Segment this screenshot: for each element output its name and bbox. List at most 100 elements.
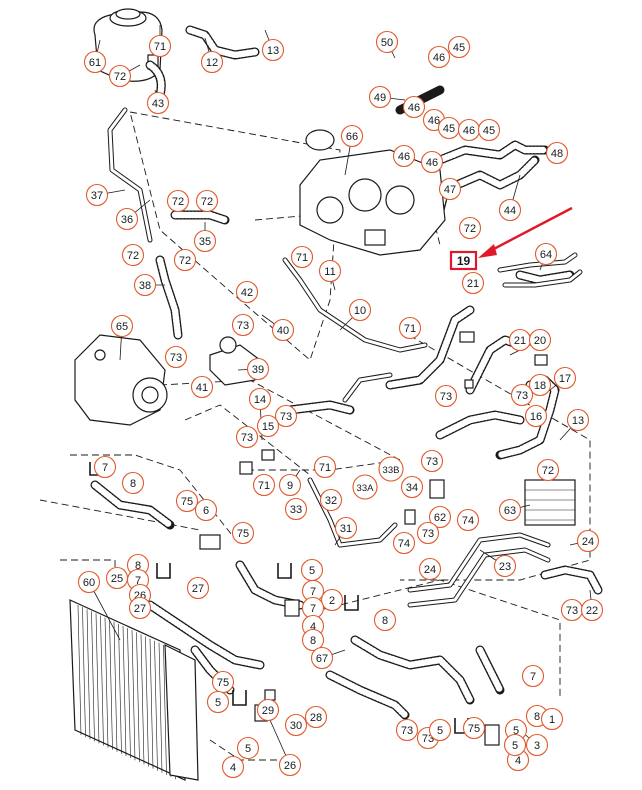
callout-72: 72 bbox=[173, 248, 197, 272]
callout-circle bbox=[340, 124, 364, 148]
callout-label: 73 bbox=[422, 528, 434, 540]
callout-72: 72 bbox=[536, 458, 560, 482]
callout-label: 10 bbox=[354, 305, 366, 317]
radiator-fin bbox=[91, 611, 95, 742]
callout-circle bbox=[93, 455, 117, 479]
callout-label: 13 bbox=[572, 415, 584, 427]
callout-43: 43 bbox=[146, 91, 170, 115]
callout-45: 45 bbox=[437, 116, 461, 140]
callout-label: 14 bbox=[254, 394, 266, 406]
callout-label: 8 bbox=[534, 711, 540, 723]
callout-38: 38 bbox=[133, 273, 157, 297]
callout-circle bbox=[83, 50, 107, 74]
callout-circle bbox=[545, 141, 569, 165]
callout-label: 5 bbox=[215, 697, 221, 709]
callout-label: 26 bbox=[284, 760, 296, 772]
callout-circle bbox=[576, 529, 600, 553]
callout-circle bbox=[418, 557, 442, 581]
callout-label: 47 bbox=[444, 184, 456, 196]
callout-label: 7 bbox=[102, 462, 108, 474]
callout-circle bbox=[493, 554, 517, 578]
callout-7: 7 bbox=[93, 455, 117, 479]
callout-label: 46 bbox=[428, 115, 440, 127]
callout-label: 4 bbox=[230, 762, 236, 774]
callout-label: 73 bbox=[401, 725, 413, 737]
callout-label: 33B bbox=[383, 465, 400, 476]
callout-28: 28 bbox=[304, 705, 328, 729]
callout-circle bbox=[278, 473, 302, 497]
callout-23: 23 bbox=[493, 554, 517, 578]
callout-37: 37 bbox=[85, 183, 109, 207]
callout-label: 27 bbox=[192, 583, 204, 595]
callout-label: 73 bbox=[280, 411, 292, 423]
callout-3: 3 bbox=[525, 733, 549, 757]
callout-73: 73 bbox=[416, 521, 440, 545]
callout-label: 13 bbox=[267, 45, 279, 57]
callout-label: 33A bbox=[357, 483, 375, 494]
callout-label: 5 bbox=[437, 725, 443, 737]
callout-circle bbox=[77, 570, 101, 594]
callout-circle bbox=[121, 471, 145, 495]
callout-73: 73 bbox=[510, 383, 534, 407]
callout-circle bbox=[256, 698, 280, 722]
callout-label: 41 bbox=[196, 382, 208, 394]
highlight-box: 19 bbox=[449, 250, 478, 271]
callout-label: 72 bbox=[114, 71, 126, 83]
callout-label: 39 bbox=[252, 364, 264, 376]
callout-circle bbox=[128, 596, 152, 620]
callout-45: 45 bbox=[447, 35, 471, 59]
callout-27: 27 bbox=[186, 576, 210, 600]
callout-circle bbox=[320, 588, 344, 612]
callout-32: 32 bbox=[319, 488, 343, 512]
callout-label: 31 bbox=[340, 523, 352, 535]
callout-46: 46 bbox=[427, 45, 451, 69]
callout-circle bbox=[284, 497, 308, 521]
callout-label: 32 bbox=[325, 495, 337, 507]
radiator-fin bbox=[95, 613, 100, 744]
radiator-fin bbox=[100, 615, 104, 746]
callout-label: 4 bbox=[515, 755, 521, 767]
callout-21: 21 bbox=[508, 328, 532, 352]
callout-21: 21 bbox=[461, 271, 485, 295]
callout-4: 4 bbox=[221, 755, 245, 779]
callout-72: 72 bbox=[195, 189, 219, 213]
callout-42: 42 bbox=[235, 280, 259, 304]
callout-label: 73 bbox=[426, 456, 438, 468]
callout-75: 75 bbox=[462, 716, 486, 740]
callout-17: 17 bbox=[553, 366, 577, 390]
callout-7: 7 bbox=[521, 664, 545, 688]
callout-label: 35 bbox=[199, 236, 211, 248]
callout-label: 29 bbox=[262, 705, 274, 717]
callout-63: 63 bbox=[498, 498, 522, 522]
callout-66: 66 bbox=[340, 124, 364, 148]
callout-circle bbox=[195, 189, 219, 213]
callout-circle bbox=[278, 753, 302, 777]
callout-circle bbox=[190, 375, 214, 399]
callout-73: 73 bbox=[274, 404, 298, 428]
callout-16: 16 bbox=[524, 404, 548, 428]
callout-label: 72 bbox=[464, 223, 476, 235]
callout-8: 8 bbox=[126, 553, 150, 577]
callout-label: 71 bbox=[154, 41, 166, 53]
callout-label: 49 bbox=[374, 92, 386, 104]
callout-circle bbox=[477, 118, 501, 142]
callout-71: 71 bbox=[313, 455, 337, 479]
callout-circle bbox=[256, 414, 280, 438]
callout-label: 46 bbox=[426, 157, 438, 169]
callout-36: 36 bbox=[115, 207, 139, 231]
callout-label: 45 bbox=[443, 123, 455, 135]
highlight-label: 19 bbox=[457, 254, 471, 268]
callout-circle bbox=[290, 245, 314, 269]
callout-circle bbox=[461, 271, 485, 295]
callout-circle bbox=[352, 474, 378, 500]
radiator-fin bbox=[131, 630, 136, 761]
callout-label: 28 bbox=[310, 712, 322, 724]
callout-label: 50 bbox=[381, 37, 393, 49]
callout-5: 5 bbox=[236, 736, 260, 760]
callout-1: 1 bbox=[540, 707, 564, 731]
callout-circle bbox=[175, 489, 199, 513]
callout-circle bbox=[133, 273, 157, 297]
callout-label: 46 bbox=[398, 151, 410, 163]
callout-label: 25 bbox=[111, 573, 123, 585]
